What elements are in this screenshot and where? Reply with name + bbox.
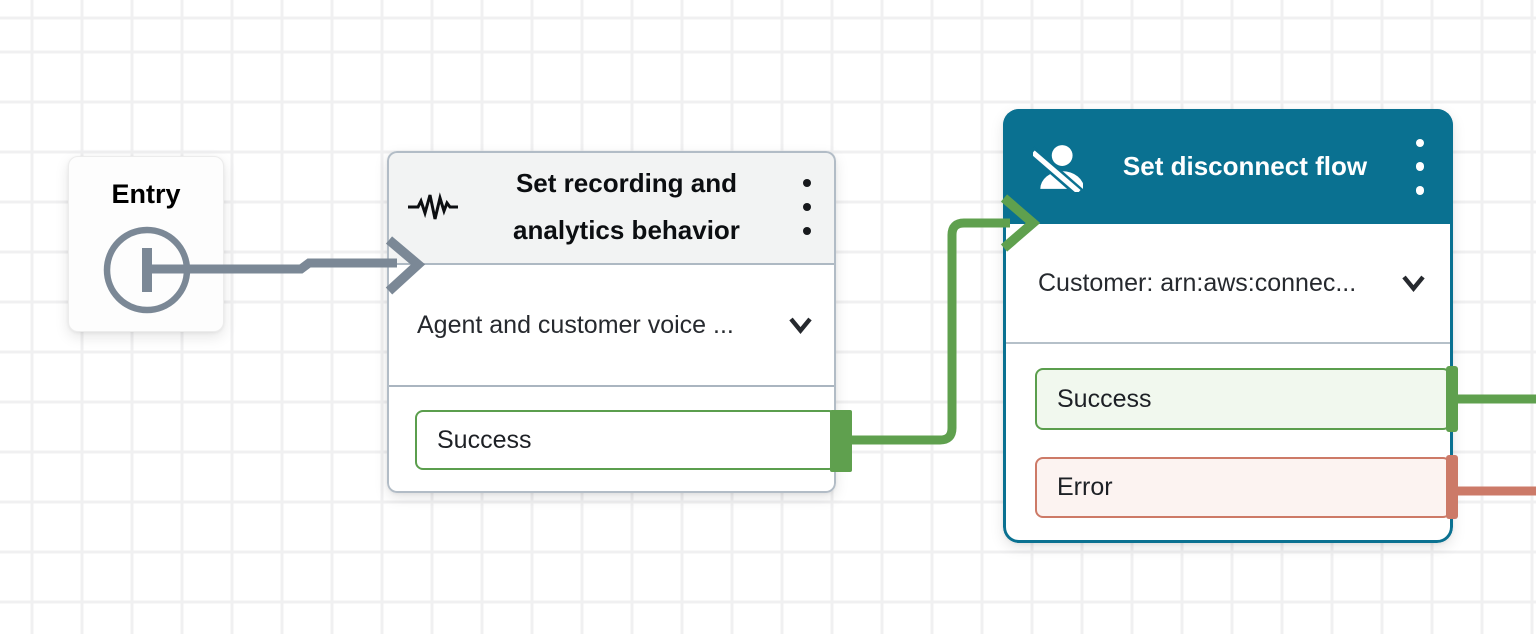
kebab-menu-icon[interactable] [794, 179, 820, 235]
output-success-label: Success [437, 425, 532, 454]
output-error[interactable]: Error [1035, 457, 1451, 518]
chevron-down-icon [789, 317, 812, 334]
output-success-label: Success [1057, 384, 1152, 413]
set-recording-node[interactable]: Set recording and analytics behavior Age… [387, 151, 836, 493]
edge-disconnect-error-offscreen[interactable] [1446, 455, 1536, 519]
entry-port-icon [103, 226, 191, 314]
entry-node-title: Entry [111, 179, 181, 209]
entry-node[interactable]: Entry [68, 156, 224, 332]
set-recording-title: Set recording and analytics behavior [513, 168, 740, 245]
set-recording-header[interactable]: Set recording and analytics behavior [387, 151, 836, 265]
output-success[interactable]: Success [415, 410, 836, 470]
set-disconnect-flow-header[interactable]: Set disconnect flow [1003, 109, 1453, 224]
set-disconnect-flow-title: Set disconnect flow [1122, 151, 1368, 181]
set-disconnect-flow-node[interactable]: Set disconnect flow Customer: arn:aws:co… [1003, 109, 1453, 543]
set-disconnect-flow-dropdown[interactable]: Customer: arn:aws:connec... [1003, 224, 1453, 342]
outputs-divider [1006, 342, 1450, 344]
set-recording-dropdown-value: Agent and customer voice ... [417, 310, 734, 339]
output-error-label: Error [1057, 473, 1113, 501]
set-disconnect-flow-dropdown-value: Customer: arn:aws:connec... [1038, 268, 1357, 297]
waveform-icon [408, 192, 458, 220]
kebab-menu-icon[interactable] [1407, 138, 1433, 195]
outputs-divider [389, 385, 834, 387]
chevron-down-icon [1402, 275, 1425, 292]
edge-disconnect-success-offscreen[interactable] [1446, 366, 1536, 432]
person-disconnect-icon [1033, 144, 1083, 192]
set-recording-dropdown[interactable]: Agent and customer voice ... [387, 265, 836, 385]
output-success[interactable]: Success [1035, 368, 1451, 430]
